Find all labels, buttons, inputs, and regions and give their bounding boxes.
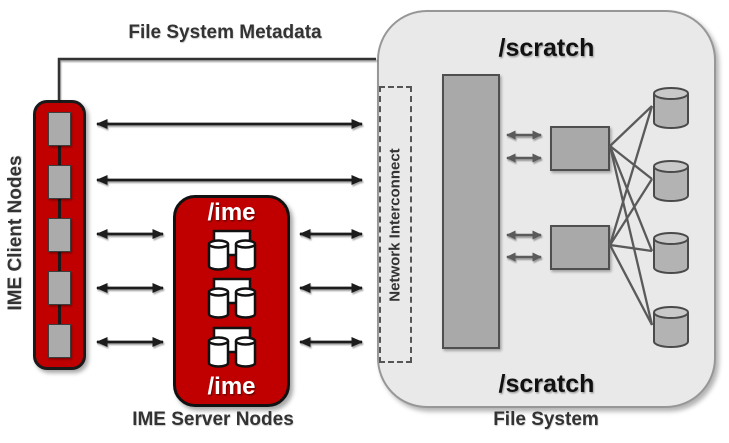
storage-server-rect: [550, 225, 610, 270]
disk-icon: [207, 335, 229, 368]
file-system-box: /scratch /scratch Network Interconnect: [377, 10, 716, 408]
disk-cylinder-icon: [653, 306, 689, 348]
client-node: [48, 324, 71, 358]
server-unit-icon: [207, 229, 256, 271]
file-system-caption: File System: [493, 409, 599, 430]
scratch-mount-label-bottom: /scratch: [498, 370, 595, 398]
client-node: [48, 165, 71, 199]
client-node: [48, 271, 71, 305]
disk-cylinder-icon: [653, 87, 689, 129]
diagram-title: File System Metadata: [128, 22, 322, 43]
client-nodes-bar: [33, 100, 86, 370]
fs-server-rect: [442, 74, 500, 349]
disk-icon: [234, 238, 256, 271]
disk-cylinder-icon: [653, 232, 689, 274]
client-nodes-label: IME Client Nodes: [5, 155, 26, 311]
client-node: [48, 112, 71, 146]
disk-icon: [207, 287, 229, 319]
disk-cylinder-icon: [653, 160, 689, 202]
network-interconnect-box: Network Interconnect: [379, 86, 412, 363]
storage-server-rect: [550, 126, 610, 171]
server-unit-icon: [207, 326, 256, 368]
ime-mount-label-top: /ime: [207, 199, 256, 226]
scratch-mount-label-top: /scratch: [498, 34, 595, 62]
network-interconnect-label: Network Interconnect: [386, 148, 404, 302]
ime-mount-label-bottom: /ime: [207, 373, 256, 400]
disk-icon: [234, 287, 256, 319]
server-unit-icon: [207, 277, 256, 319]
disk-icon: [234, 335, 256, 368]
ime-server-caption: IME Server Nodes: [132, 409, 294, 430]
ime-server-box: /ime: [173, 195, 290, 407]
client-node: [48, 218, 71, 252]
disk-icon: [207, 238, 229, 271]
metadata-line: [57, 57, 376, 100]
